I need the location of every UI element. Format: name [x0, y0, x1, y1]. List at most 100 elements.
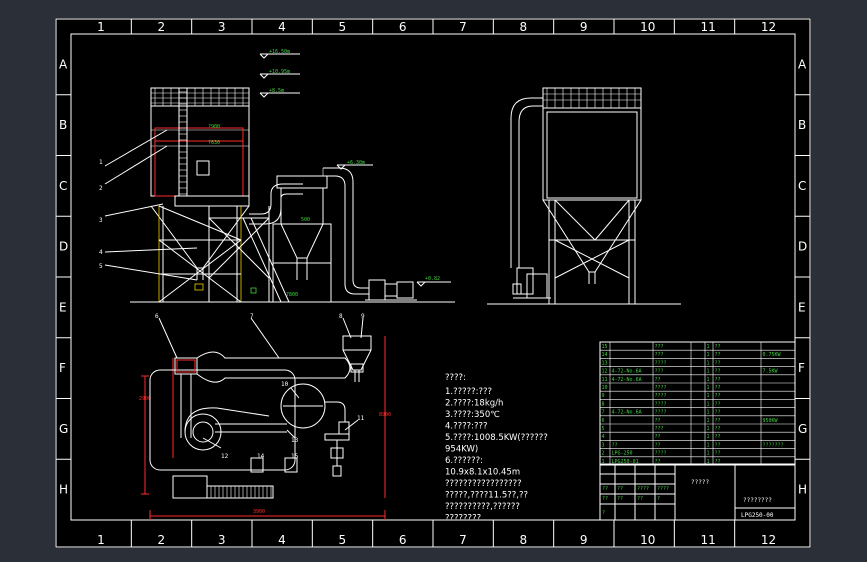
dimension-label: 500 — [301, 217, 310, 223]
title-block-cell: ?? — [617, 496, 623, 502]
grid-row-label: H — [798, 483, 807, 497]
title-block-cell: ? — [602, 510, 605, 516]
callout-number: 14 — [257, 453, 265, 460]
notes-line: 5.????:1008.5KW(?????? — [445, 433, 548, 443]
grid-column-label: 10 — [640, 20, 655, 34]
title-block-company: ???????? — [743, 497, 772, 504]
title-block-cell: ???? — [637, 486, 649, 492]
parts-list-cell: 2 — [602, 451, 605, 457]
notes-line: ????????????????? — [445, 479, 522, 489]
parts-list-cell: ?? — [715, 385, 721, 391]
callout-number: 6 — [155, 313, 159, 320]
grid-column-label: 9 — [580, 20, 588, 34]
plan-view: 2900 8900 3900 — [139, 313, 391, 520]
parts-list-cell: 1 — [707, 410, 710, 416]
parts-list-cell: ???? — [655, 360, 667, 366]
parts-list-cell: ?? — [655, 442, 661, 448]
parts-list-cell: ???? — [655, 410, 667, 416]
parts-list-cell: ???? — [655, 385, 667, 391]
grid-column-label: 12 — [761, 533, 776, 547]
grid-row-label: E — [798, 300, 806, 314]
grid-column-label: 7 — [459, 533, 467, 547]
parts-list-row: 8????1?? — [602, 401, 721, 407]
parts-list-cell: 3 — [602, 442, 605, 448]
grid-row-label: F — [798, 361, 805, 375]
elevation-label: +6.30m — [347, 160, 365, 166]
elevation-label: +0.82 — [425, 276, 440, 282]
parts-list-cell: ?? — [715, 344, 721, 350]
parts-list-cell: LPG250-01 — [612, 459, 639, 465]
parts-list-cell: 1 — [707, 360, 710, 366]
title-block-cell: ?? — [602, 486, 608, 492]
grid-row-label: H — [59, 483, 68, 497]
notes-line: 3.????:350℃ — [445, 410, 500, 420]
parts-list-row: 5???1?? — [602, 426, 721, 432]
notes-line: ?????,????11.5??,?? — [445, 491, 528, 501]
callout-number: 13 — [291, 437, 299, 444]
elevation-label: +8.5m — [269, 88, 284, 94]
grid-column-label: 1 — [97, 20, 105, 34]
grid-row-label: E — [59, 300, 67, 314]
callout-number: 1 — [99, 159, 103, 166]
parts-list-cell: 10 — [602, 385, 608, 391]
grid-column-label: 10 — [640, 533, 655, 547]
technical-notes: ????: 1.?????:???2.????:18kg/h3.????:350… — [445, 373, 548, 524]
parts-list-cell: 1 — [707, 451, 710, 457]
parts-list-cell: ??? — [655, 369, 664, 375]
parts-list-cell: ?? — [715, 451, 721, 457]
title-block-cell: ?? — [637, 496, 643, 502]
parts-list-cell: 4-72-No.6A — [612, 410, 642, 416]
grid-ticks — [56, 19, 810, 547]
parts-list-cell: 1 — [707, 401, 710, 407]
parts-list-cell: ?? — [715, 393, 721, 399]
parts-list-cell: 1 — [707, 352, 710, 358]
parts-list-cell: 1 — [602, 459, 605, 465]
parts-list-cell: 1 — [707, 344, 710, 350]
parts-list-cell: 1 — [707, 442, 710, 448]
grid-column-label: 11 — [701, 533, 716, 547]
grid-column-label: 2 — [158, 533, 166, 547]
parts-list-cell: ?? — [612, 442, 618, 448]
parts-list-cell: ???? — [655, 393, 667, 399]
parts-list-cell: ?? — [715, 360, 721, 366]
parts-list-cell: 14 — [602, 352, 608, 358]
notes-line: 1.?????:??? — [445, 387, 492, 397]
grid-row-label: B — [798, 118, 806, 132]
elevation-markers: +16.50m +10.95m +8.5m +6.30m +0.82 — [259, 49, 451, 287]
grid-column-label: 4 — [278, 533, 286, 547]
parts-list-cell: ?? — [715, 426, 721, 432]
grid-column-label: 9 — [580, 533, 588, 547]
parts-list-cell: 13 — [602, 360, 608, 366]
parts-list-row: 3????1????????? — [602, 442, 784, 448]
grid-column-label: 8 — [520, 533, 528, 547]
parts-list-cell: ??? — [655, 344, 664, 350]
grid-column-label: 4 — [278, 20, 286, 34]
parts-list-cell: 1 — [707, 393, 710, 399]
title-block-cell: ???? — [657, 486, 669, 492]
grid-row-label: F — [59, 361, 66, 375]
grid-row-label: C — [59, 179, 67, 193]
callout-number: 15 — [291, 453, 299, 460]
notes-line: ???????? — [445, 514, 481, 524]
title-block-cell: ?? — [602, 496, 608, 502]
parts-list-cell: 6 — [602, 418, 605, 424]
parts-list-row: 14???1??0.75KW — [602, 352, 782, 358]
callout-number: 7 — [250, 313, 254, 320]
parts-list-cell: ?? — [655, 418, 661, 424]
callout-number: 9 — [361, 313, 365, 320]
dimension-label: ?630 — [208, 140, 220, 146]
parts-list-cell: 15 — [602, 344, 608, 350]
parts-list-cell: 1 — [707, 369, 710, 375]
parts-list-cell: ??? — [655, 352, 664, 358]
parts-list-cell: ?? — [715, 410, 721, 416]
grid-column-label: 7 — [459, 20, 467, 34]
parts-list-cell: 5 — [602, 426, 605, 432]
grid-row-label: A — [59, 57, 68, 71]
front-callouts: 1 2 3 4 5 — [99, 129, 198, 281]
grid-column-label: 11 — [701, 20, 716, 34]
